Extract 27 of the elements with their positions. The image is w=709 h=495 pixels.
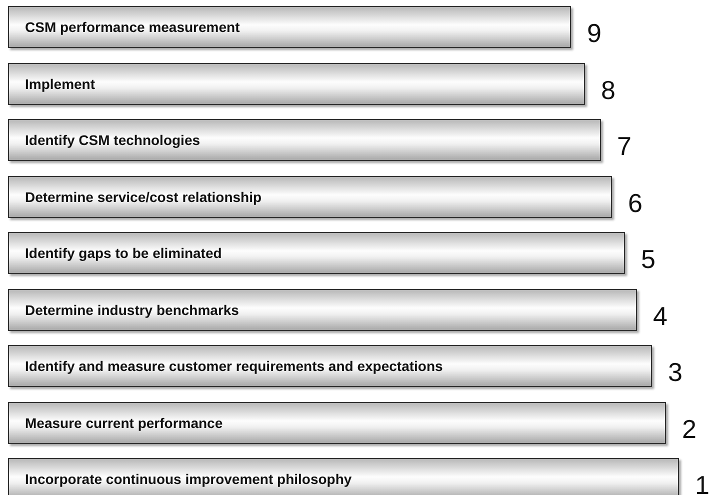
step-label: Identify CSM technologies [25,132,200,148]
step-label: CSM performance measurement [25,19,240,35]
step-number: 6 [628,190,642,216]
step-number: 4 [653,302,668,328]
step-label: Identify and measure customer requirements and expectations [25,358,443,374]
step-number: 1 [695,472,709,495]
step-number: 5 [641,246,656,272]
step-bar [8,176,612,218]
step-bar [8,458,679,495]
step-bar [8,6,571,48]
step-number: 7 [617,133,632,159]
step-number: 8 [601,76,616,102]
step-label: Implement [25,76,96,92]
step-label: Measure current performance [25,414,223,430]
step-bar [8,288,637,330]
step-number: 9 [587,20,602,46]
step-label: Determine industry benchmarks [25,302,239,318]
step-label: Incorporate continuous improvement philosophy [25,471,352,487]
step-bar [8,402,666,444]
step-bar [8,232,625,274]
step-bar [8,62,585,104]
step-label: Determine service/cost relationship [25,188,262,204]
step-label: Identify gaps to be eliminated [25,245,222,261]
step-bar [8,345,652,387]
step-number: 3 [668,359,682,385]
step-number: 2 [682,416,696,442]
step-bar [8,119,601,161]
